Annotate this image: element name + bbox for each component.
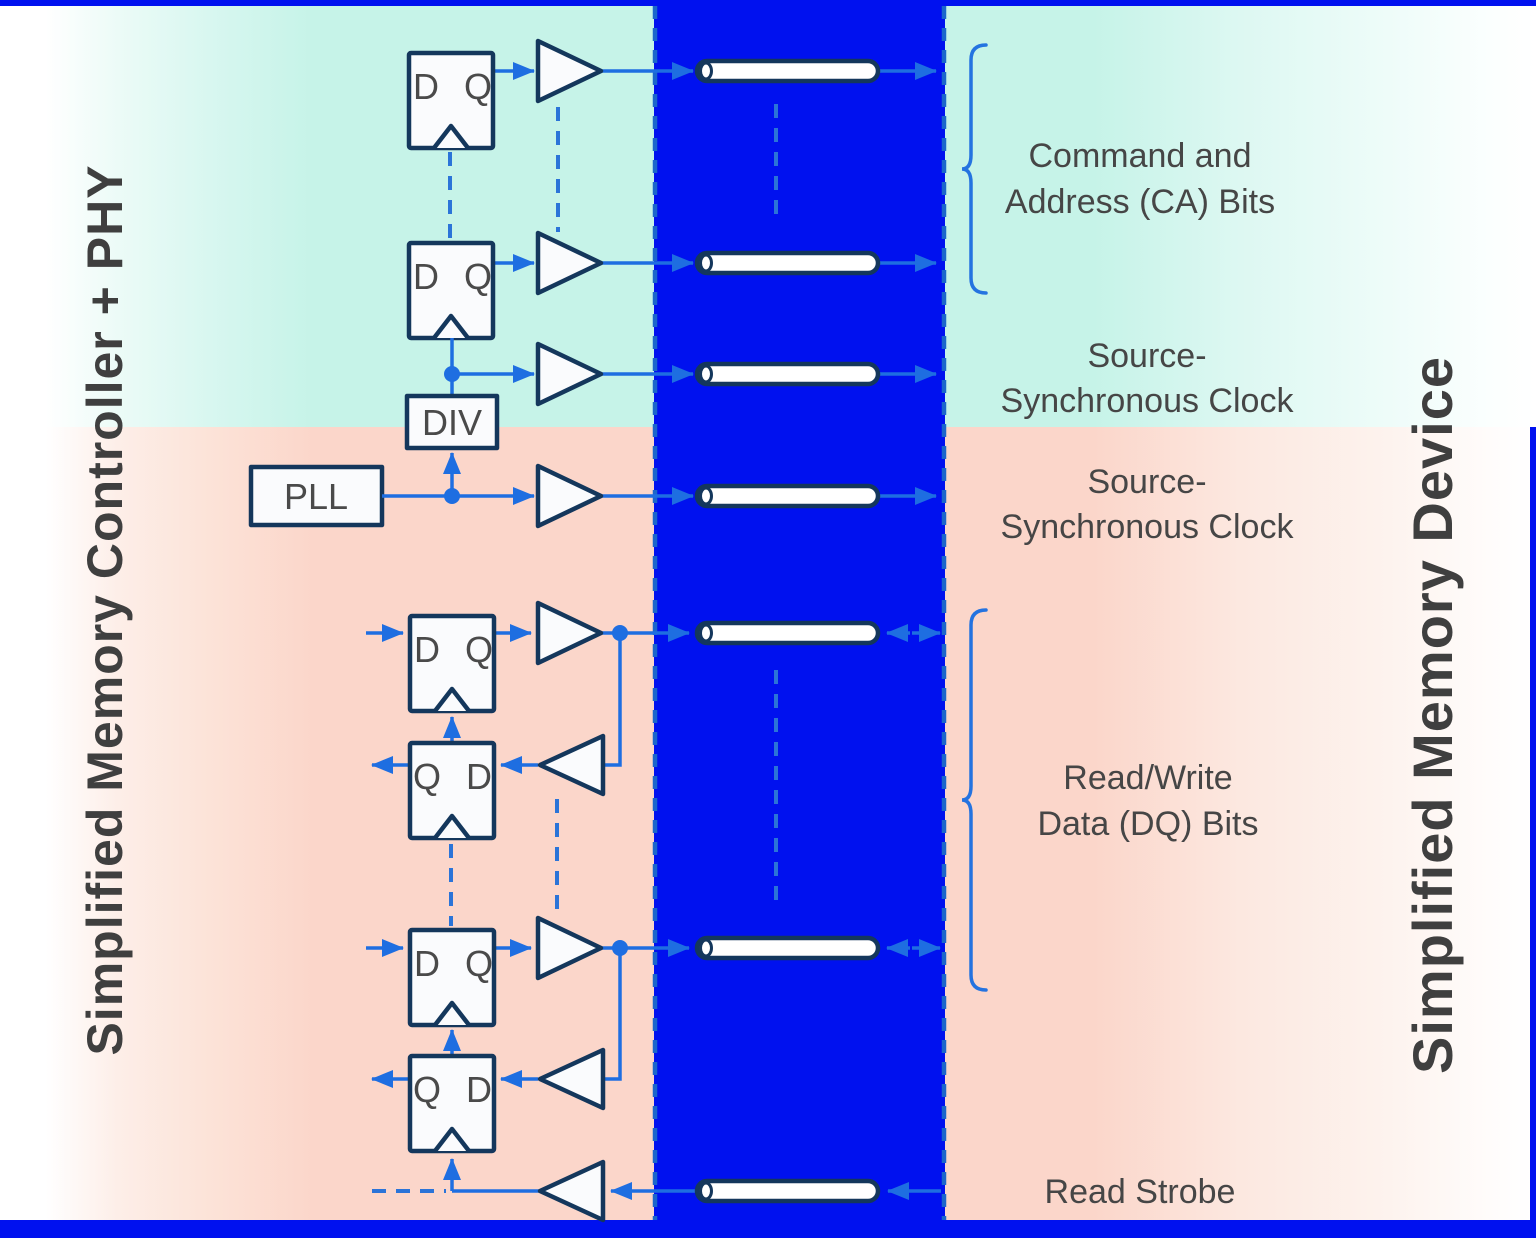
dq-bits-brace [961,608,988,992]
controller-title: Simplified Memory Controller + PHY [77,164,133,1055]
right-border-bar [1530,427,1536,1238]
pll-label: PLL [284,476,348,517]
ca-bits-label-line1: Command and [1028,137,1251,175]
ca-line-2 [697,253,878,273]
div-label: DIV [422,402,482,443]
ca-clock-line [697,364,878,384]
source-sync-clock-ca-line2: Synchronous Clock [1001,382,1295,420]
device-dq-region [945,427,1536,1220]
controller-dq-region [0,427,654,1220]
div-box [404,393,500,451]
pll-box [248,464,385,528]
dq-bits-label-line1: Read/Write [1063,759,1232,797]
ca-line-1 [697,61,878,81]
dq-section [366,603,941,1151]
strobe-line [697,1181,878,1201]
dq-read-flipflop-2 [410,1056,494,1151]
channel-band [654,0,945,1238]
top-border-bar [0,0,1536,6]
ca-bits-label-line2: Address (CA) Bits [1005,183,1275,221]
dq-line-1 [697,623,878,643]
channel-labels: Command and Address (CA) Bits Source- Sy… [1001,137,1295,1211]
dq-read-flipflop-1 [410,743,494,838]
dq-write-flipflop-2 [410,930,494,1025]
device-title: Simplified Memory Device [1401,356,1464,1074]
ca-bits-brace [961,43,988,295]
ca-section [409,41,937,404]
dq-line-2 [697,938,878,958]
clock-line [697,486,878,506]
source-sync-clock-dq-line2: Synchronous Clock [1001,508,1295,546]
bottom-border-bar [0,1220,1536,1238]
source-sync-clock-ca-line1: Source- [1087,337,1206,375]
ca-flipflop-1 [409,53,493,148]
dq-write-flipflop-1 [410,616,494,711]
read-strobe-row [372,1158,941,1220]
source-sync-clock-dq-line1: Source- [1087,463,1206,501]
read-strobe-label: Read Strobe [1045,1173,1236,1211]
clock-generation: DIV PLL [248,393,937,528]
ca-flipflop-2 [409,243,493,338]
dq-bits-label-line2: Data (DQ) Bits [1037,805,1258,843]
device-ca-region [945,6,1536,427]
